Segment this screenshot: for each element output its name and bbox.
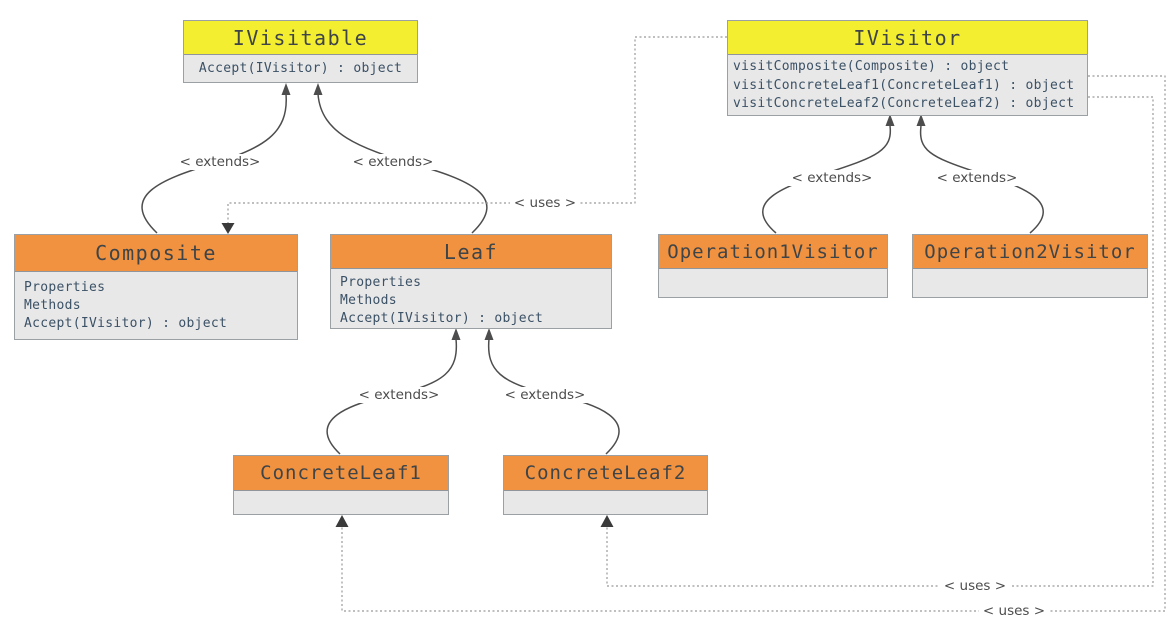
class-box-composite[interactable]: Composite Properties Methods Accept(IVis… (14, 234, 298, 340)
class-member: Methods (340, 293, 397, 308)
extends-label-operation2visitor-ivisitor: < extends> (932, 170, 1022, 186)
class-box-leaf[interactable]: Leaf Properties Methods Accept(IVisitor)… (330, 234, 612, 329)
class-member: Properties (24, 280, 106, 295)
class-body-concreteleaf1 (234, 491, 448, 514)
class-header-composite: Composite (15, 235, 297, 272)
class-member: Accept(IVisitor) : object (24, 316, 228, 331)
class-body-ivisitable: Accept(IVisitor) : object (184, 55, 417, 82)
extends-label-leaf-ivisitable: < extends> (348, 154, 438, 170)
extends-label-composite-ivisitable: < extends> (175, 154, 265, 170)
class-name: Composite (95, 241, 217, 265)
class-body-operation2visitor (913, 269, 1147, 297)
class-name: ConcreteLeaf2 (524, 462, 687, 484)
uses-connector-ivisitor-concreteleaf1 (335, 75, 1166, 612)
class-body-operation1visitor (659, 269, 887, 297)
class-member: Properties (340, 275, 422, 290)
uses-connector-ivisitor-concreteleaf2 (600, 96, 1154, 587)
class-body-ivisitor: visitComposite(Composite) : object visit… (728, 55, 1087, 115)
class-header-ivisitable: IVisitable (184, 21, 417, 55)
uses-label-ivisitor-composite: < uses > (509, 195, 581, 211)
class-member: visitConcreteLeaf1(ConcreteLeaf1) : obje… (733, 77, 1075, 93)
class-header-concreteleaf2: ConcreteLeaf2 (504, 456, 707, 491)
uses-label-ivisitor-concreteleaf1: < uses > (978, 603, 1050, 619)
class-name: Operation2Visitor (924, 240, 1136, 263)
class-name: ConcreteLeaf1 (260, 462, 422, 484)
class-header-operation2visitor: Operation2Visitor (913, 235, 1147, 269)
class-header-leaf: Leaf (331, 235, 611, 269)
class-body-concreteleaf2 (504, 491, 707, 514)
class-name: Operation1Visitor (667, 240, 879, 263)
class-box-operation1visitor[interactable]: Operation1Visitor (658, 234, 888, 298)
class-header-operation1visitor: Operation1Visitor (659, 235, 887, 269)
class-member: Accept(IVisitor) : object (198, 60, 403, 76)
class-header-ivisitor: IVisitor (728, 21, 1087, 55)
class-member: Methods (24, 298, 81, 313)
extends-label-concreteleaf2-leaf: < extends> (500, 387, 590, 403)
class-body-composite: Properties Methods Accept(IVisitor) : ob… (15, 272, 297, 339)
extends-label-concreteleaf1-leaf: < extends> (354, 387, 444, 403)
class-member: visitComposite(Composite) : object (733, 59, 1010, 74)
class-name: IVisitable (232, 25, 369, 50)
class-box-concreteleaf2[interactable]: ConcreteLeaf2 (503, 455, 708, 515)
class-name: IVisitor (853, 25, 962, 50)
class-body-leaf: Properties Methods Accept(IVisitor) : ob… (331, 269, 611, 328)
class-name: Leaf (443, 239, 499, 264)
class-member: visitConcreteLeaf2(ConcreteLeaf2) : obje… (733, 96, 1075, 111)
extends-label-operation1visitor-ivisitor: < extends> (787, 170, 877, 186)
uses-connector-ivisitor-composite (221, 36, 727, 234)
class-header-concreteleaf1: ConcreteLeaf1 (234, 456, 448, 491)
class-box-ivisitable[interactable]: IVisitable Accept(IVisitor) : object (183, 20, 418, 83)
class-box-concreteleaf1[interactable]: ConcreteLeaf1 (233, 455, 449, 515)
class-box-ivisitor[interactable]: IVisitor visitComposite(Composite) : obj… (727, 20, 1088, 116)
class-member: Accept(IVisitor) : object (340, 311, 544, 326)
class-box-operation2visitor[interactable]: Operation2Visitor (912, 234, 1148, 298)
uses-label-ivisitor-concreteleaf2: < uses > (939, 578, 1011, 594)
